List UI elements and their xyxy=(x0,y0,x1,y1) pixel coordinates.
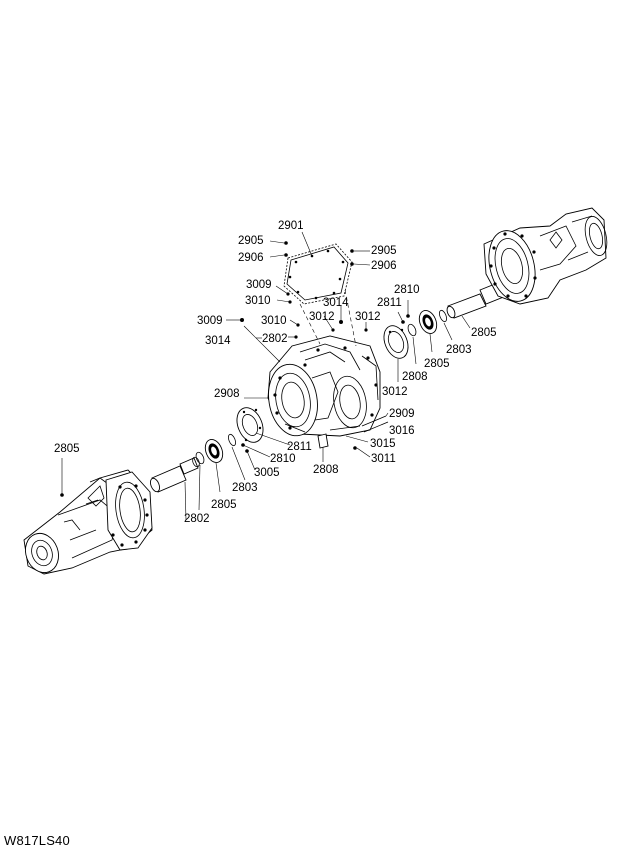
label-2805: 2808 xyxy=(402,371,428,383)
label-2803: 2805 xyxy=(211,499,237,511)
right-bearing-cap-2808 xyxy=(383,325,409,382)
label-2810: 3005 xyxy=(254,467,280,479)
label-3005: 2805 xyxy=(54,443,80,455)
label-2901: 2901 xyxy=(278,220,304,232)
label-2811: 2811 xyxy=(377,297,402,309)
right-snap-ring-2805b xyxy=(439,309,453,341)
right-snap-ring-2805 xyxy=(407,323,417,365)
cover-gasket-2901 xyxy=(283,231,357,347)
label-3012: 2908 xyxy=(214,388,240,400)
right-bolt-2811-2810 xyxy=(397,300,410,324)
label-2805: 2803 xyxy=(232,482,258,494)
label-2905: 2905 xyxy=(238,235,264,247)
left-bearing-cap-2808 xyxy=(236,407,291,446)
label-3014: 2802 xyxy=(262,333,288,345)
breather-2908-2909 xyxy=(345,412,389,458)
label-2805: 2802 xyxy=(184,513,210,525)
label-3010: 3010 xyxy=(245,295,271,307)
drawing-reference-code: W817LS40 xyxy=(4,833,70,848)
label-2909: 3016 xyxy=(389,425,415,437)
label-2908: 2909 xyxy=(389,408,415,420)
label-2808: 3012 xyxy=(382,386,408,398)
label-2803: 2805 xyxy=(424,358,450,370)
right-axle-housing xyxy=(483,207,608,305)
cover-bolts-2905-2906 xyxy=(269,240,371,266)
label-3011: 2808 xyxy=(313,464,339,476)
left-snap-ring-2805b xyxy=(228,433,246,481)
left-bearing-2803 xyxy=(204,439,224,493)
label-3015: 3011 xyxy=(371,453,396,465)
label-2808: 2811 xyxy=(287,441,312,453)
label-3010: 3014 xyxy=(205,335,231,347)
label-2805: 2803 xyxy=(446,344,472,356)
label-3009: 3009 xyxy=(246,279,272,291)
differential-carrier xyxy=(267,335,381,462)
label-3012: 3012 xyxy=(355,311,381,323)
label-2905: 2905 xyxy=(371,245,397,257)
left-bolt-2811-2810 xyxy=(241,443,271,471)
left-snap-ring-2805 xyxy=(195,451,205,511)
part-labels: 2901 2905 2906 2905 2906 3009 3010 3014 … xyxy=(54,220,497,525)
left-axle-housing xyxy=(23,458,153,575)
label-2906: 2906 xyxy=(238,252,264,264)
label-2810: 2810 xyxy=(394,284,420,296)
label-2811: 2810 xyxy=(270,453,296,465)
label-3014: 3014 xyxy=(323,297,349,309)
right-bearing-2803 xyxy=(418,310,438,353)
small-fittings xyxy=(226,285,368,399)
label-3012: 3010 xyxy=(261,315,287,327)
label-3012: 3012 xyxy=(309,311,335,323)
label-3009: 3009 xyxy=(197,315,223,327)
label-2906: 2906 xyxy=(371,260,397,272)
label-3016: 3015 xyxy=(370,438,396,450)
label-2802: 2805 xyxy=(471,327,497,339)
left-axle-shaft xyxy=(150,456,200,521)
